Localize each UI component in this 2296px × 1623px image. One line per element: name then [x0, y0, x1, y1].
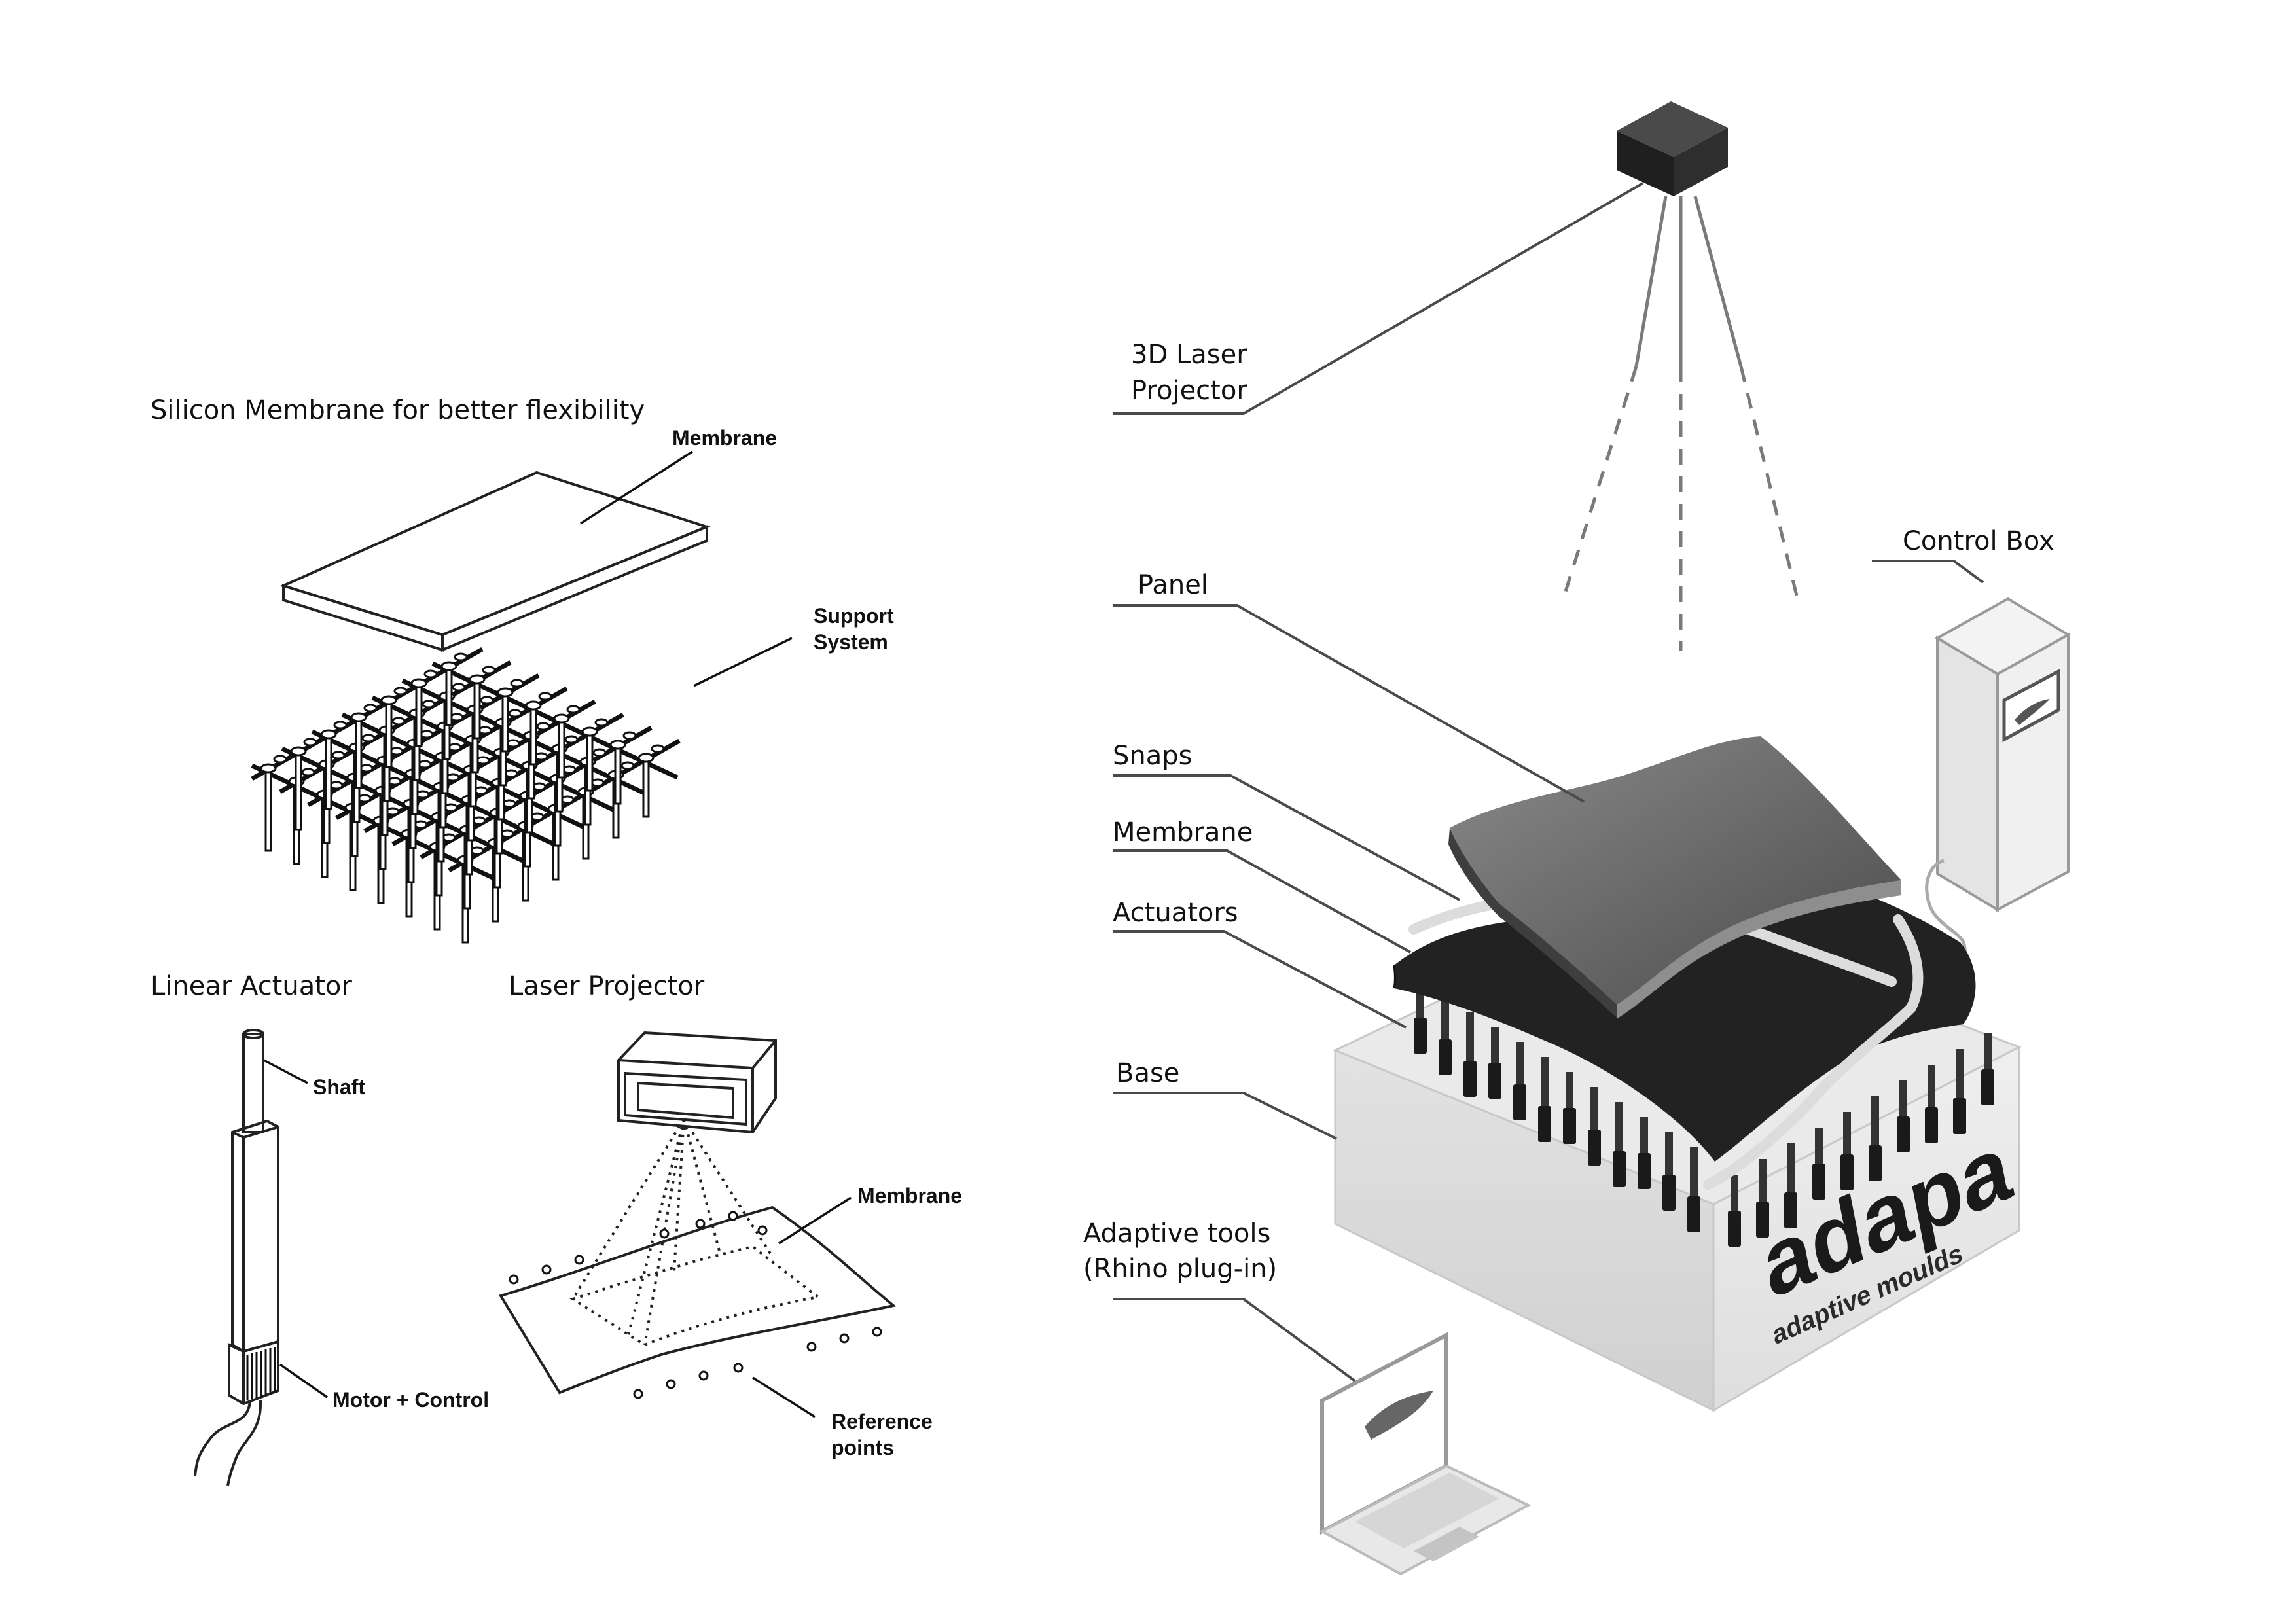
adapa-system: adapa adaptive moulds: [1083, 101, 2072, 1576]
silicon-membrane-title: Silicon Membrane for better flexibility: [151, 395, 645, 425]
laser-rays: [1562, 196, 1799, 651]
small-laser-projector: [617, 1031, 777, 1134]
snaps-label: Snaps: [1113, 741, 1192, 771]
panel-label: Panel: [1138, 570, 1208, 600]
motor-control-label: Motor + Control: [332, 1388, 489, 1412]
reference-label-line2: points: [831, 1436, 894, 1459]
actuators-label: Actuators: [1113, 898, 1238, 928]
silicon-membrane-section: Silicon Membrane for better flexibility …: [151, 395, 894, 944]
adaptive-tools-label-line1: Adaptive tools: [1083, 1219, 1270, 1249]
linear-actuator-title: Linear Actuator: [151, 971, 352, 1001]
adaptive-tools-label-line2: (Rhino plug-in): [1083, 1254, 1277, 1284]
shaft-label: Shaft: [313, 1075, 365, 1099]
membrane-right-label: Membrane: [1113, 817, 1253, 847]
laser3d-label-line1: 3D Laser: [1131, 340, 1247, 370]
reference-points: [509, 1211, 882, 1399]
control-box-label: Control Box: [1903, 526, 2054, 556]
membrane-slab: [279, 471, 711, 652]
grey-panel: [1448, 736, 1901, 1019]
laser3d-label-line2: Projector: [1131, 376, 1247, 406]
laptop: [1319, 1332, 1532, 1576]
actuator-pins: [1414, 982, 1994, 1247]
linear-actuator-section: Linear Actuator Shaft Motor + Control: [151, 971, 489, 1486]
base-label: Base: [1116, 1058, 1179, 1088]
reference-label-line1: Reference: [831, 1410, 933, 1433]
control-box: [1925, 597, 2072, 977]
support-label-line2: System: [814, 630, 888, 654]
motor-block: [228, 1340, 279, 1406]
laser-projector-section: Laser Projector Membrane Reference point…: [498, 971, 962, 1459]
membrane-top-label: Membrane: [672, 426, 777, 450]
leader-lines: [1113, 182, 1984, 1382]
support-label-line1: Support: [814, 604, 894, 628]
overhead-3d-laser-projector: [1617, 101, 1728, 196]
laser-projector-title: Laser Projector: [509, 971, 705, 1001]
membrane-laser-label: Membrane: [857, 1184, 962, 1207]
actuator-drawing: [194, 1029, 279, 1486]
support-system-grid: [251, 647, 681, 944]
